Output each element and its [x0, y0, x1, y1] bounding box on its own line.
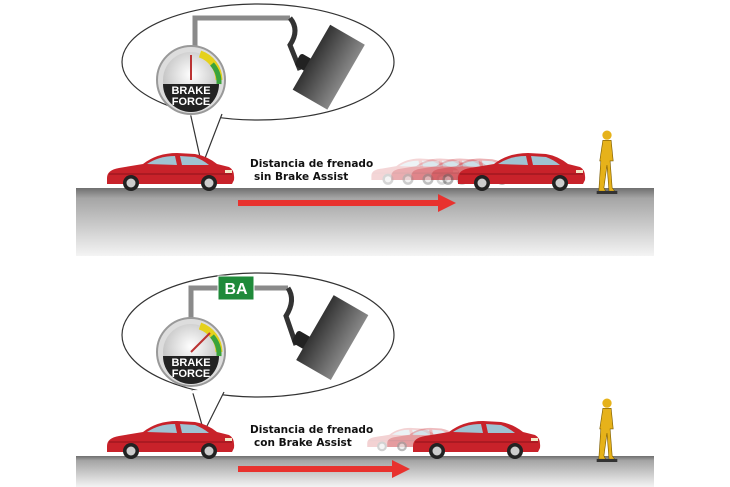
car-start [106, 420, 235, 460]
car-start [106, 152, 235, 192]
pedestrian-dummy [596, 130, 618, 194]
gauge-label-force: FORCE [172, 368, 211, 380]
panel-without-brake-assist: BRAKE FORCE [76, 3, 654, 256]
braking-distance-arrow [238, 460, 410, 478]
caption-line: sin Brake Assist [254, 171, 349, 183]
gauge-label-force: FORCE [172, 96, 211, 108]
ba-badge: BA [217, 275, 255, 301]
caption-line: Distancia de frenado [250, 424, 374, 436]
ba-badge-label: BA [224, 281, 248, 298]
brake-line [192, 15, 290, 50]
car-stopped [412, 420, 541, 460]
pedestrian-dummy [596, 398, 618, 462]
brake-line [188, 285, 288, 320]
brake-force-gauge-icon: BRAKE FORCE [156, 317, 226, 387]
gauge-label-brake: BRAKE [171, 357, 210, 369]
caption-without-brake-assist: Distancia de frenado sin Brake Assist [250, 158, 373, 184]
caption-line: Distancia de frenado [250, 158, 374, 170]
caption-with-brake-assist: Distancia de frenado con Brake Assist [250, 424, 373, 450]
brake-pedal-icon [283, 286, 369, 381]
brake-force-gauge-icon: BRAKE FORCE [156, 45, 226, 115]
braking-distance-arrow [238, 194, 456, 212]
road [76, 188, 654, 256]
panel-with-brake-assist: BA BRAKE FORCE [76, 272, 654, 487]
gauge-label-brake: BRAKE [171, 85, 210, 97]
caption-line: con Brake Assist [254, 437, 352, 449]
brake-pedal-icon [287, 16, 365, 110]
